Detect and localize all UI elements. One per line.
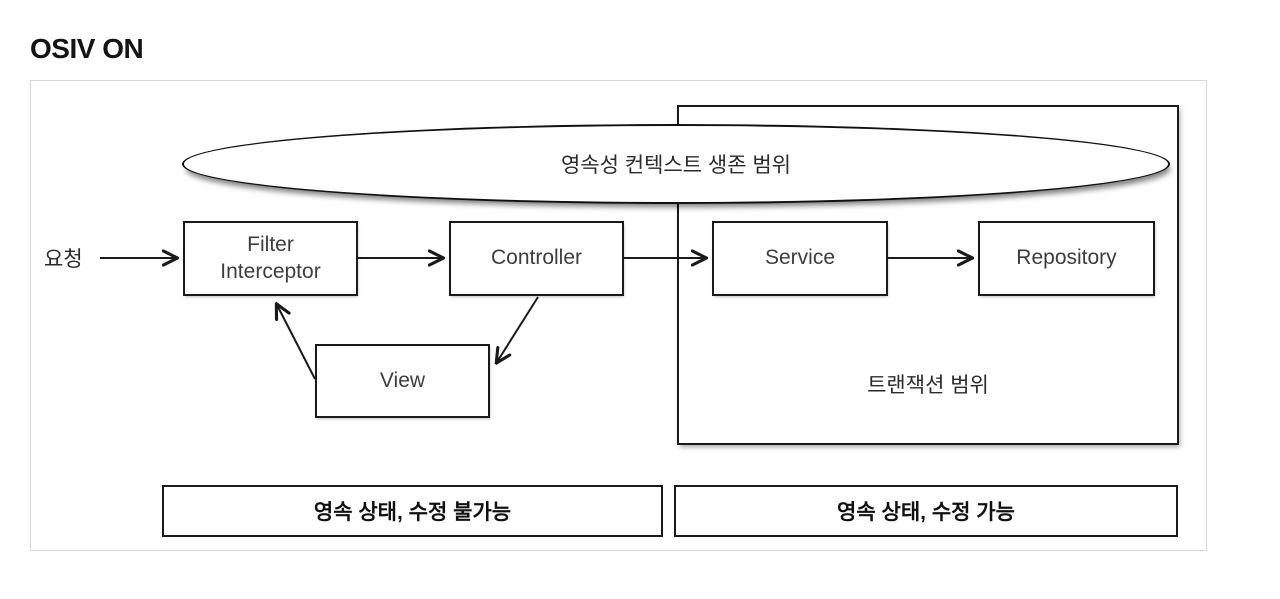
filter-label-line1: Filter (247, 233, 294, 257)
page-title: OSIV ON (30, 33, 144, 64)
view-label: View (379, 368, 426, 392)
node-repository: Repository (978, 221, 1155, 296)
repository-label: Repository (1016, 246, 1117, 270)
legend-left-label: 영속 상태, 수정 불가능 (313, 501, 512, 524)
node-controller: Controller (449, 221, 624, 296)
service-label: Service (764, 246, 836, 270)
legend-right-label: 영속 상태, 수정 가능 (837, 501, 1015, 524)
controller-label: Controller (490, 246, 583, 270)
legend-persistent-readonly: 영속 상태, 수정 불가능 (162, 485, 663, 537)
transaction-scope-label: 트랜잭션 범위 (867, 374, 989, 397)
persistence-context-label: 영속성 컨텍스트 생존 범위 (560, 154, 792, 177)
filter-label-line2: Interceptor (220, 259, 321, 283)
node-view: View (315, 344, 490, 418)
persistence-context-ellipse: 영속성 컨텍스트 생존 범위 (182, 124, 1170, 204)
legend-persistent-modifiable: 영속 상태, 수정 가능 (674, 485, 1178, 537)
node-service: Service (712, 221, 888, 296)
request-label: 요청 (44, 248, 83, 271)
node-filter-interceptor: Filter Interceptor (183, 221, 358, 296)
